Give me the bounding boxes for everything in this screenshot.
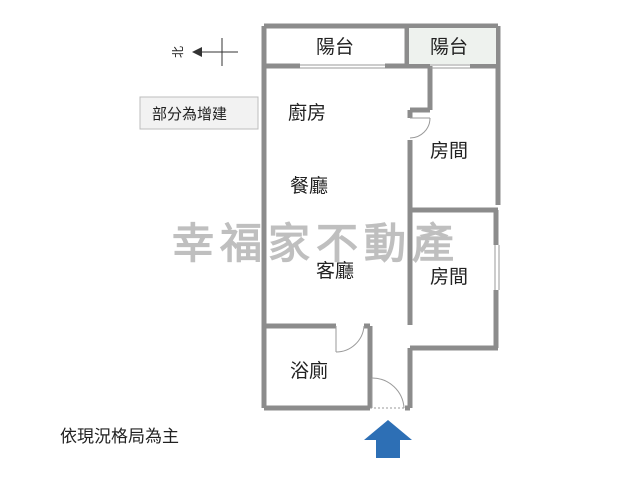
bathroom-label: 浴廁 [290, 359, 328, 382]
walls [261, 23, 501, 411]
watermark: 幸福家不動產 [172, 219, 460, 268]
current-layout-note: 依現況格局為主 [60, 427, 179, 447]
balcony-right-label: 陽台 [430, 36, 468, 58]
north-arrow-icon [192, 47, 202, 57]
dining-label: 餐廳 [290, 175, 328, 197]
addition-note-box [139, 96, 259, 130]
balcony-left-label: 陽台 [316, 36, 354, 58]
doors [335, 117, 431, 409]
windows [300, 64, 500, 290]
living-label: 客廳 [316, 260, 354, 282]
bedroom-upper-label: 房間 [430, 140, 468, 162]
north-compass: 北 [171, 38, 238, 66]
kitchen-label: 廚房 [288, 101, 326, 124]
balcony-right-area [409, 28, 496, 64]
addition-note: 部分為增建 [152, 105, 227, 123]
bedroom-lower-label: 房間 [430, 266, 468, 288]
north-label: 北 [171, 46, 185, 58]
entrance-arrow-icon [364, 420, 412, 458]
